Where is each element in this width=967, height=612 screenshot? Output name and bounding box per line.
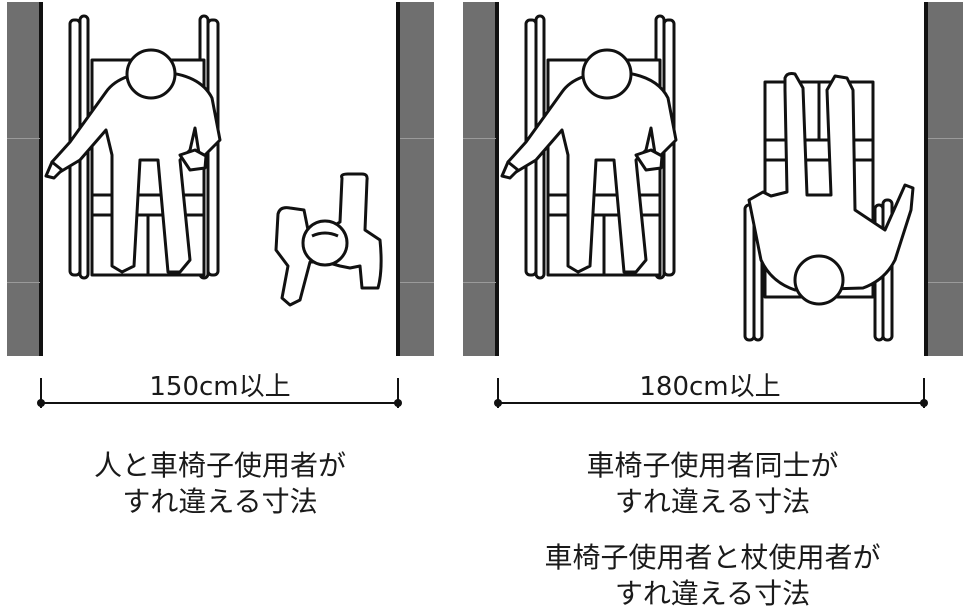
left-wall-right-edge [396, 2, 400, 356]
left-wall-left-edge [39, 2, 43, 356]
right-caption-2: 車椅子使用者と杖使用者が すれ違える寸法 [500, 540, 925, 612]
right-wall-right-edge [924, 2, 928, 356]
left-wall-right [400, 2, 434, 356]
right-wall-right [928, 2, 963, 356]
left-caption-line1: 人と車椅子使用者が [93, 449, 346, 482]
wall-joint [7, 282, 40, 283]
wall-joint [7, 138, 40, 139]
pedestrian-figure [274, 172, 383, 307]
wall-joint [400, 138, 434, 139]
left-caption-line2: すれ違える寸法 [122, 485, 318, 518]
wheelchair-user-figure [44, 14, 222, 280]
right-caption2-line1: 車椅子使用者と杖使用者が [544, 541, 881, 574]
right-caption-line2: すれ違える寸法 [614, 485, 811, 518]
wheelchair-user-figure-2 [743, 72, 915, 342]
wall-joint [463, 282, 496, 283]
right-caption-line1: 車椅子使用者同士が [586, 449, 839, 482]
right-dimension-line [494, 378, 928, 408]
wall-joint [928, 138, 963, 139]
right-caption2-line2: すれ違える寸法 [614, 577, 811, 610]
left-dimension-line [37, 378, 402, 408]
wall-joint [400, 282, 434, 283]
wall-joint [928, 282, 963, 283]
wall-joint [463, 138, 496, 139]
right-wall-left-edge [495, 2, 499, 356]
left-dimension-label: 150cm以上 [149, 372, 291, 402]
right-dimension-label: 180cm以上 [639, 372, 781, 402]
right-wall-left [463, 2, 496, 356]
left-caption: 人と車椅子使用者が すれ違える寸法 [40, 448, 400, 520]
left-wall-left [7, 2, 40, 356]
wheelchair-user-figure [500, 14, 678, 280]
right-caption: 車椅子使用者同士が すれ違える寸法 [500, 448, 925, 520]
